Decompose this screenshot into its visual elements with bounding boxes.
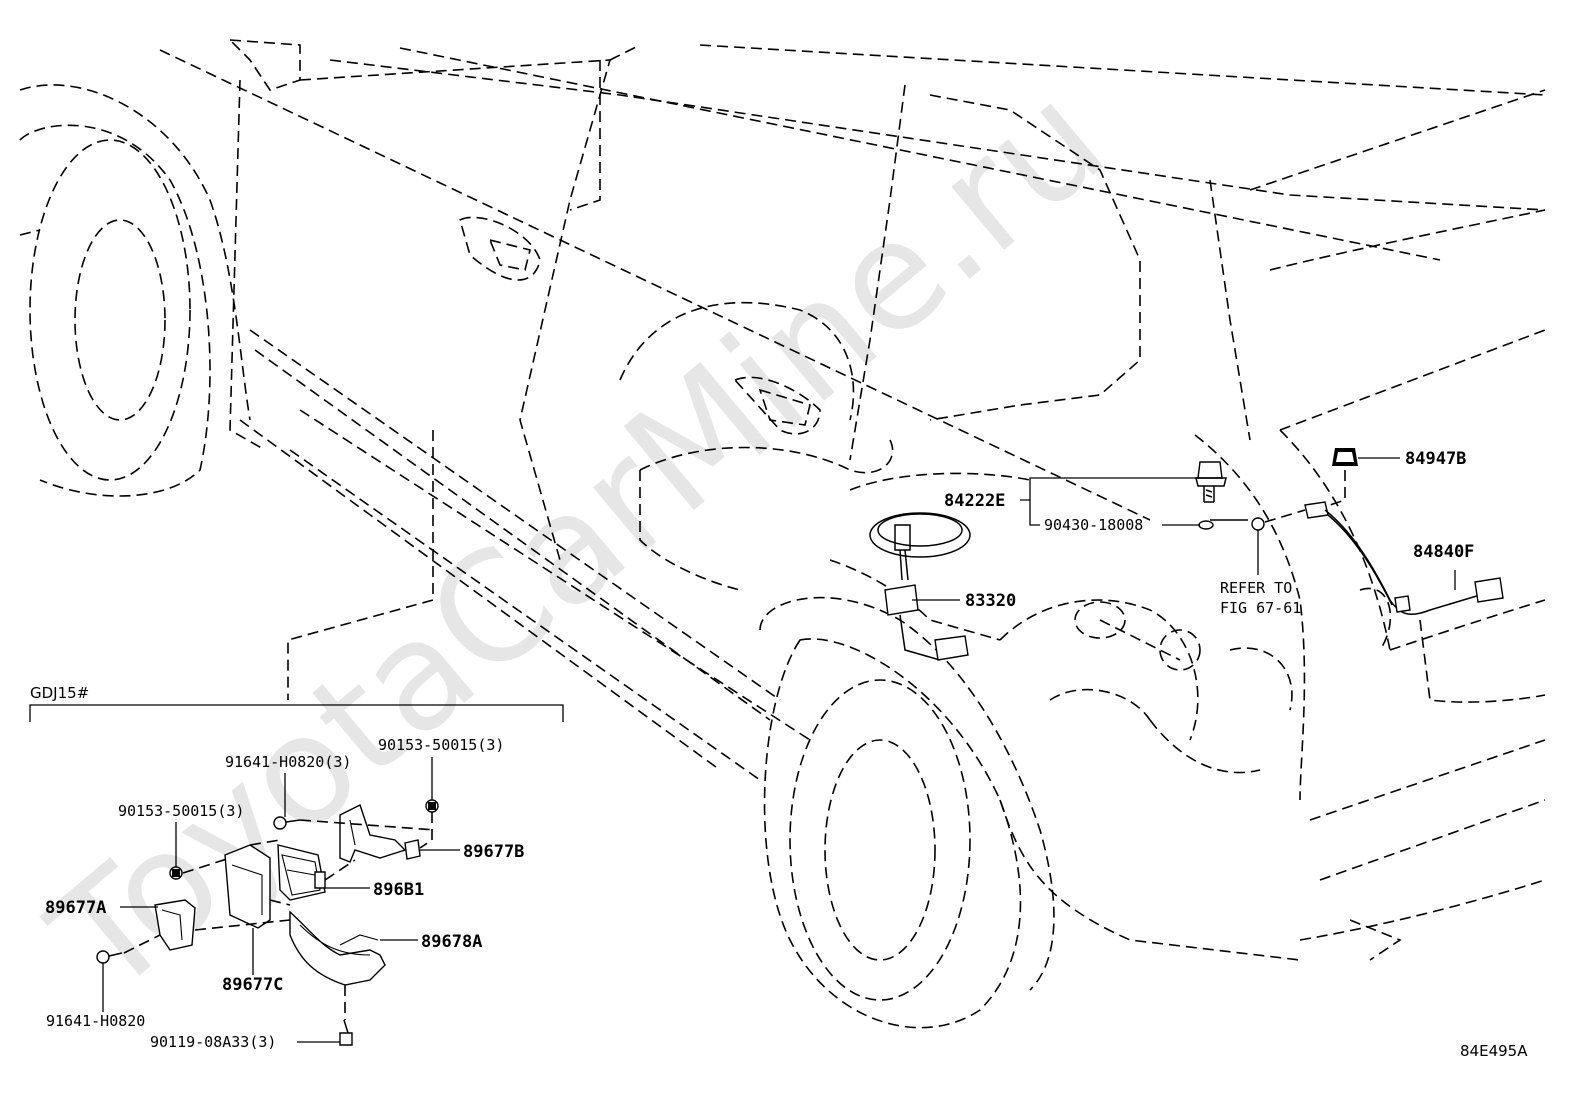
label-896B1: 896B1: [373, 880, 424, 900]
fuel-sender-group: [869, 512, 971, 661]
label-90153-50015-left: 90153-50015(3): [118, 802, 244, 820]
diagram-code: 84E495A: [1460, 1042, 1528, 1060]
bolt-90153-left: [169, 866, 183, 880]
label-90430-18008: 90430-18008: [1044, 516, 1143, 534]
bolt-90153-right: [425, 799, 439, 813]
grommet-84947B: [1332, 448, 1358, 466]
label-89677A: 89677A: [45, 898, 106, 918]
bolt-90119: [339, 1019, 353, 1046]
label-refer-to: REFER TO: [1220, 579, 1292, 597]
gdj15-bracket-section: [29, 704, 564, 1046]
label-89677B: 89677B: [463, 842, 524, 862]
leader-lines-upper: [912, 457, 1456, 601]
label-84222E: 84222E: [944, 491, 1005, 511]
label-84947B: 84947B: [1405, 449, 1466, 469]
label-91641-H0820-top: 91641-H0820(3): [225, 753, 351, 771]
label-90119-08A33: 90119-08A33(3): [150, 1033, 276, 1051]
bolt-91641-top: [273, 816, 301, 830]
label-refer-fig: FIG 67-61: [1220, 599, 1301, 617]
label-89677C: 89677C: [222, 975, 283, 995]
vehicle-body-outline: [19, 39, 1546, 1029]
label-90153-50015-right: 90153-50015(3): [378, 736, 504, 754]
label-91641-H0820-bottom: 91641-H0820: [46, 1012, 145, 1030]
label-89678A: 89678A: [421, 932, 482, 952]
label-84840F: 84840F: [1413, 542, 1474, 562]
harness-84840F: [1304, 501, 1504, 616]
label-variant: GDJ15#: [30, 684, 89, 702]
bolt-91641-bottom: [96, 950, 123, 964]
label-83320: 83320: [965, 591, 1016, 611]
switch-84222E: [1195, 461, 1265, 531]
